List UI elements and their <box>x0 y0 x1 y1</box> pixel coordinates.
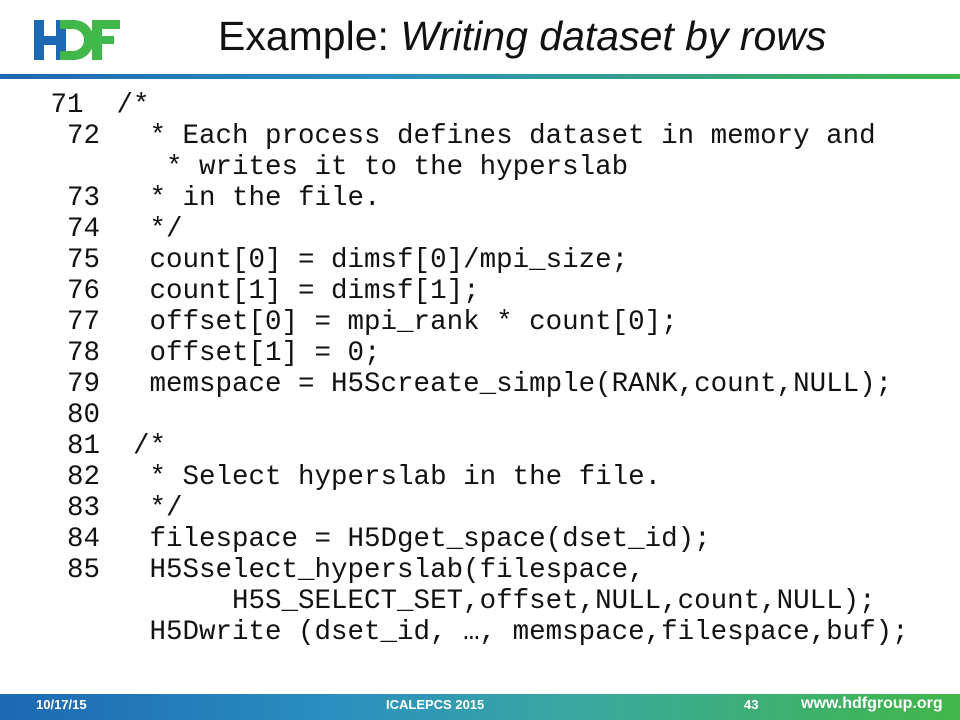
hdf-logo <box>34 20 120 60</box>
code-line: H5Dwrite (dset_id, …, memspace,filespace… <box>34 617 909 648</box>
code-line: H5S_SELECT_SET,offset,NULL,count,NULL); <box>34 586 876 617</box>
footer-page-number: 43 <box>744 697 759 712</box>
code-line: 71 /* <box>34 90 150 121</box>
code-line: 72 * Each process defines dataset in mem… <box>34 121 876 152</box>
code-line: 74 */ <box>34 214 183 245</box>
code-line: 76 count[1] = dimsf[1]; <box>34 276 480 307</box>
code-line: * writes it to the hyperslab <box>34 152 629 183</box>
code-line: 81 /* <box>34 431 167 462</box>
code-line: 79 memspace = H5Screate_simple(RANK,coun… <box>34 369 893 400</box>
footer-conference: ICALEPCS 2015 <box>386 697 485 712</box>
slide-title: Example: Writing dataset by rows <box>218 8 826 64</box>
code-line: 85 H5Sselect_hyperslab(filespace, <box>34 555 645 586</box>
code-line: 77 offset[0] = mpi_rank * count[0]; <box>34 307 678 338</box>
footer-bar: 10/17/15 ICALEPCS 2015 43 www.hdfgroup.o… <box>0 694 960 720</box>
code-line: 80 <box>34 400 101 431</box>
code-line: 73 * in the file. <box>34 183 381 214</box>
code-line: 78 offset[1] = 0; <box>34 338 381 369</box>
title-prefix: Example: <box>218 13 401 59</box>
code-line: 75 count[0] = dimsf[0]/mpi_size; <box>34 245 629 276</box>
footer-date: 10/17/15 <box>36 697 87 712</box>
code-line: 83 */ <box>34 493 183 524</box>
footer-url: www.hdfgroup.org <box>801 695 943 712</box>
title-italic: Writing dataset by rows <box>400 13 827 59</box>
header-rule <box>0 74 960 79</box>
code-line: 82 * Select hyperslab in the file. <box>34 462 662 493</box>
code-line: 84 filespace = H5Dget_space(dset_id); <box>34 524 711 555</box>
code-block: 71 /* 72 * Each process defines dataset … <box>34 90 909 648</box>
